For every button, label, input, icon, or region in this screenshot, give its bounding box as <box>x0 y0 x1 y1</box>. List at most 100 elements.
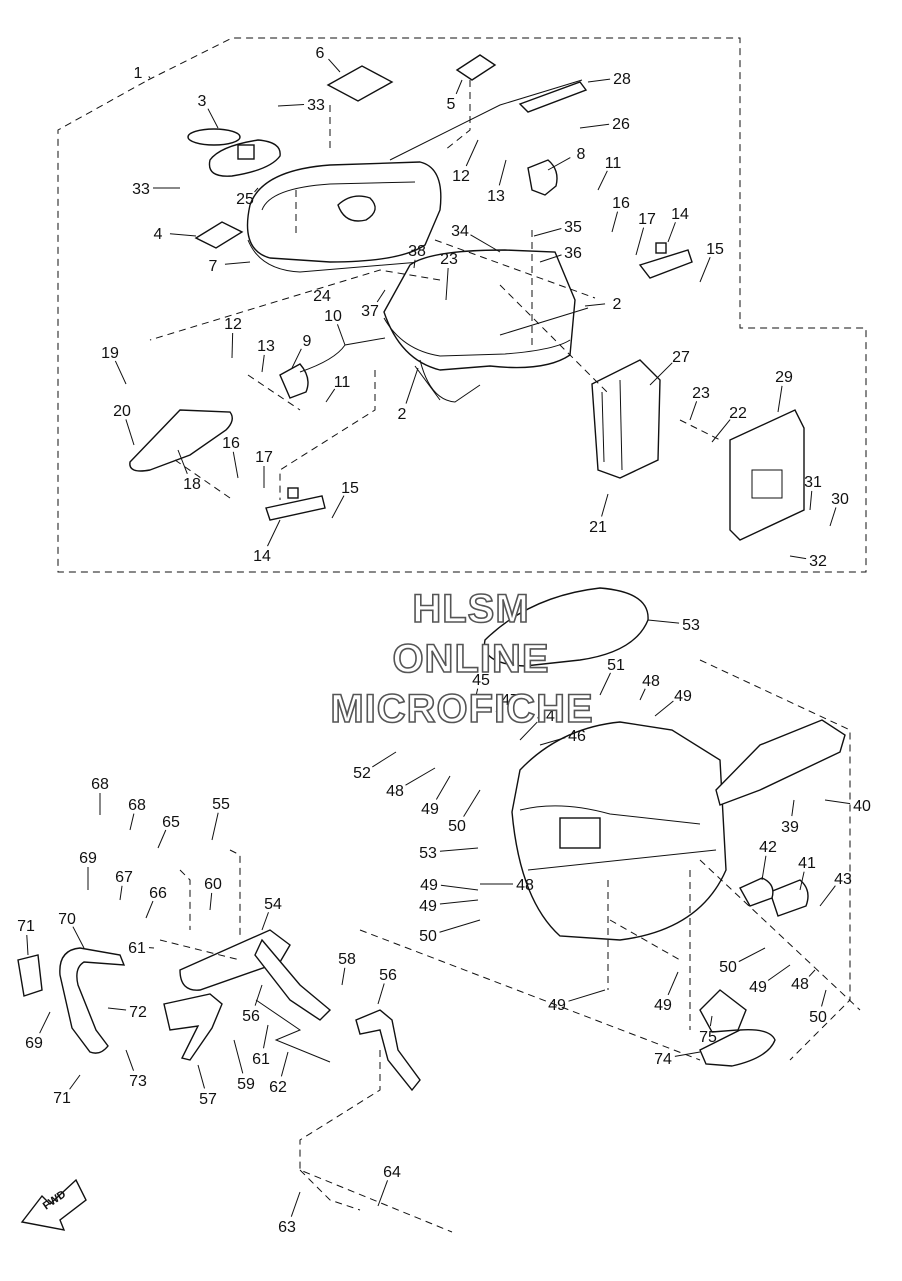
leader-line <box>597 170 608 191</box>
leader-line <box>821 989 827 1007</box>
leader-line <box>519 721 538 741</box>
callout-11: 11 <box>605 155 622 172</box>
callout-50: 50 <box>448 818 466 835</box>
callout-numbers: 1223456789101111121213131414151516161717… <box>17 45 871 1236</box>
callout-42: 42 <box>759 839 777 856</box>
callout-36: 36 <box>564 245 582 262</box>
callout-9: 9 <box>303 333 312 350</box>
callout-21: 21 <box>589 519 607 536</box>
callout-26: 26 <box>612 116 630 133</box>
callout-46: 46 <box>568 728 586 745</box>
callout-54: 54 <box>264 896 282 913</box>
callout-40: 40 <box>853 798 871 815</box>
callout-4: 4 <box>154 226 163 243</box>
leader-line <box>808 969 816 977</box>
callout-13: 13 <box>257 338 275 355</box>
callout-72: 72 <box>129 1004 147 1021</box>
callout-48: 48 <box>791 976 809 993</box>
leader-line <box>445 267 449 301</box>
callout-49: 49 <box>749 979 767 996</box>
leader-line <box>129 813 135 831</box>
callout-14: 14 <box>671 206 689 223</box>
leader-line <box>498 159 507 186</box>
leader-line <box>277 104 305 107</box>
leader-line <box>639 688 646 701</box>
leader-line <box>325 388 336 403</box>
callout-61: 61 <box>252 1051 270 1068</box>
leader-line <box>69 1074 81 1090</box>
callout-27: 27 <box>672 349 690 366</box>
callout-13: 13 <box>487 188 505 205</box>
leader-line <box>824 799 851 805</box>
callout-10: 10 <box>324 308 342 325</box>
leader-line <box>435 775 451 800</box>
leader-line <box>539 737 566 746</box>
leader-line <box>125 1049 135 1071</box>
leader-line <box>280 1051 289 1077</box>
leader-line <box>689 401 698 421</box>
leader-line <box>809 490 813 511</box>
leader-line <box>674 1051 701 1057</box>
callout-56: 56 <box>242 1008 260 1025</box>
leader-line <box>261 912 269 931</box>
callout-60: 60 <box>204 876 222 893</box>
callout-67: 67 <box>115 869 133 886</box>
leader-line <box>372 751 397 768</box>
callout-52: 52 <box>353 765 371 782</box>
callout-62: 62 <box>269 1079 287 1096</box>
leader-line <box>177 449 188 474</box>
callout-68: 68 <box>91 776 109 793</box>
callout-73: 73 <box>129 1073 147 1090</box>
callout-24: 24 <box>313 288 331 305</box>
callout-37: 37 <box>361 303 379 320</box>
callout-64: 64 <box>383 1164 401 1181</box>
leader-line <box>211 812 219 841</box>
leader-line <box>767 964 791 981</box>
leader-line <box>599 672 611 696</box>
leader-line <box>377 1180 389 1207</box>
callout-65: 65 <box>162 814 180 831</box>
leader-line <box>254 187 259 193</box>
callout-35: 35 <box>564 219 582 236</box>
callout-2: 2 <box>613 296 622 313</box>
leader-line <box>328 58 341 73</box>
callout-71: 71 <box>17 918 35 935</box>
leader-line <box>207 108 219 129</box>
leader-line <box>232 451 239 479</box>
leader-line <box>439 847 479 852</box>
leader-line <box>667 222 676 243</box>
leader-line <box>119 885 123 901</box>
leader-line <box>262 1024 269 1049</box>
callout-49: 49 <box>419 898 437 915</box>
leader-line <box>439 919 481 933</box>
leader-line <box>405 367 419 404</box>
callout-58: 58 <box>338 951 356 968</box>
leader-line <box>290 1191 301 1217</box>
leader-line <box>439 899 479 905</box>
leader-line <box>601 493 609 517</box>
callout-16: 16 <box>612 195 630 212</box>
callout-53: 53 <box>419 845 437 862</box>
callout-69: 69 <box>79 850 97 867</box>
callout-17: 17 <box>638 211 656 228</box>
callout-70: 70 <box>58 911 76 928</box>
callout-23: 23 <box>692 385 710 402</box>
leader-line <box>413 259 416 269</box>
callout-57: 57 <box>199 1091 217 1108</box>
leader-line <box>440 884 479 891</box>
leader-line <box>231 332 234 359</box>
callout-49: 49 <box>421 801 439 818</box>
leader-line <box>533 228 562 237</box>
leader-line <box>254 984 263 1006</box>
leader-line <box>377 983 385 1005</box>
leader-line <box>261 354 265 373</box>
leader-line <box>125 419 135 446</box>
callout-17: 17 <box>255 449 273 466</box>
callout-15: 15 <box>341 480 359 497</box>
leader-line <box>777 385 783 413</box>
leader-line <box>145 900 154 919</box>
lower-left-guides <box>159 849 453 1233</box>
callout-25: 25 <box>236 191 254 208</box>
leader-line <box>209 892 213 911</box>
callout-48: 48 <box>516 877 534 894</box>
